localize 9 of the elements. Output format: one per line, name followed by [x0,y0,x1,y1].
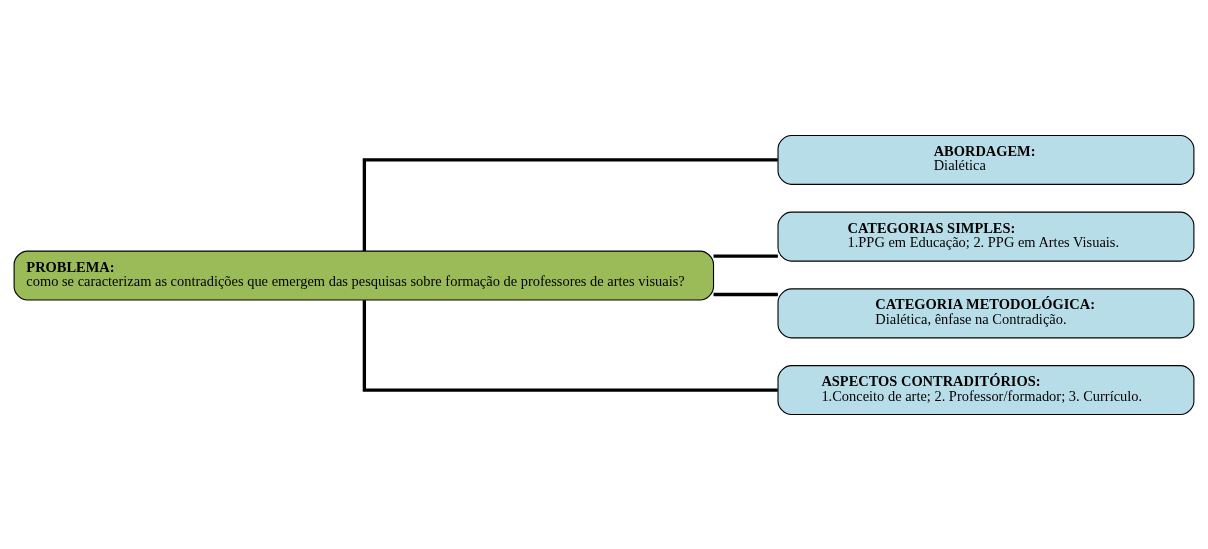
node-box: CATEGORIAS SIMPLES: 1.PPG em Educação; 2. PPG em Artes Visuais. [777,211,1195,262]
connector [362,299,778,392]
node-box: ASPECTOS CONTRADITÓRIOS: 1.Conceito de arte; 2. Professor/formador; 3. Currículo. [777,364,1195,415]
connector [362,157,778,251]
connector [713,292,778,296]
node-box: PROBLEMA: como se caracterizam as contradições que emergem das pesquisas sobre formação de professores de artes visuais? [13,250,715,301]
connector [713,253,778,258]
node-box: ABORDAGEM: Dialética [777,134,1195,185]
node-box: CATEGORIA METODOLÓGICA: Dialética, ênfase na Contradição. [777,287,1195,338]
